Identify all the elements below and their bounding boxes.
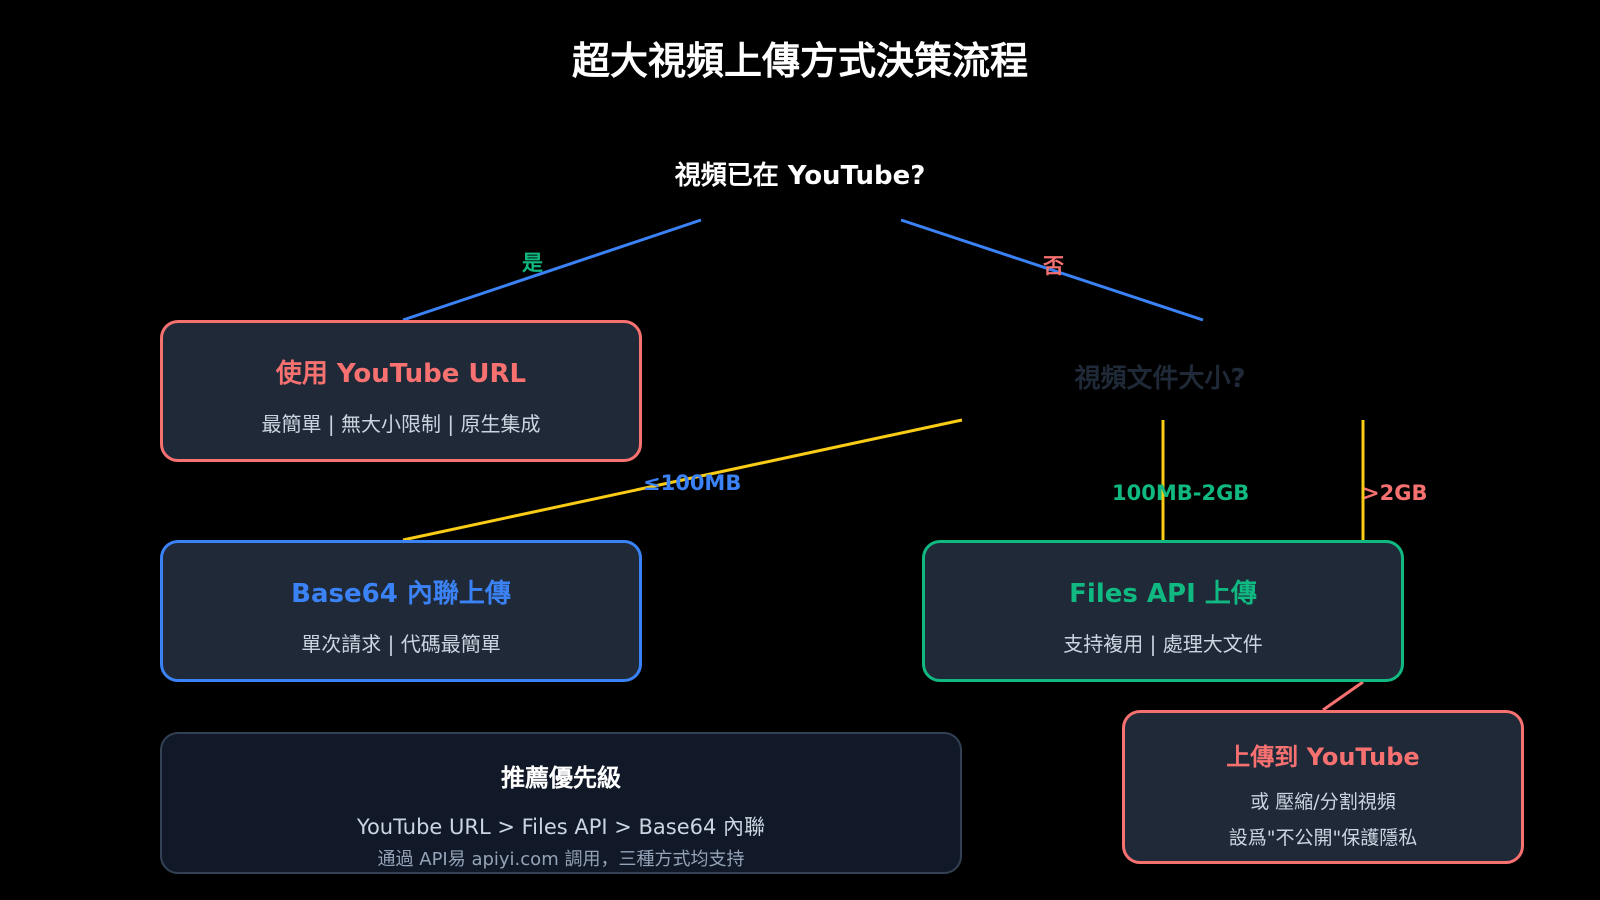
upload-youtube-line2: 設爲"不公開"保護隱私 [1228,827,1418,849]
edge-label-medium: 100MB-2GB [1112,481,1250,505]
diagram-title: 超大視頻上傳方式決策流程 [571,39,1028,83]
files-api-title: Files API 上傳 [1069,579,1257,609]
connector-small [402,418,963,542]
edge-label-no: 否 [1043,254,1064,278]
question-file-size: 視頻文件大小? [1074,364,1246,394]
upload-youtube-box: 上傳到 YouTube 或 壓縮/分割視頻 設爲"不公開"保護隱私 [1122,710,1524,864]
youtube-url-box: 使用 YouTube URL 最簡單 | 無大小限制 | 原生集成 [160,320,642,462]
priority-order: YouTube URL > Files API > Base64 內聯 [356,815,766,839]
edge-label-large: >2GB [1362,481,1428,505]
connector-upload [1322,680,1364,712]
files-api-box: Files API 上傳 支持複用 | 處理大文件 [922,540,1404,682]
priority-note: 通過 API易 apiyi.com 調用，三種方式均支持 [377,849,745,870]
upload-youtube-line1: 或 壓縮/分割視頻 [1250,791,1396,813]
upload-youtube-title: 上傳到 YouTube [1226,743,1420,771]
youtube-url-title: 使用 YouTube URL [275,359,527,389]
base64-subtitle: 單次請求 | 代碼最簡單 [301,632,501,656]
files-api-subtitle: 支持複用 | 處理大文件 [1063,632,1263,656]
upload-youtube-details: 或 壓縮/分割視頻 設爲"不公開"保護隱私 [1125,784,1521,856]
connector-no [900,218,1204,322]
edge-label-small: ≤100MB [643,471,742,495]
priority-title: 推薦優先級 [501,764,621,792]
question-on-youtube: 視頻已在 YouTube? [674,161,926,191]
connector-yes [402,218,702,322]
edge-label-yes: 是 [522,251,543,275]
base64-box: Base64 內聯上傳 單次請求 | 代碼最簡單 [160,540,642,682]
youtube-url-subtitle: 最簡單 | 無大小限制 | 原生集成 [261,412,541,436]
base64-title: Base64 內聯上傳 [291,579,511,609]
priority-panel: 推薦優先級 YouTube URL > Files API > Base64 內… [160,732,962,874]
